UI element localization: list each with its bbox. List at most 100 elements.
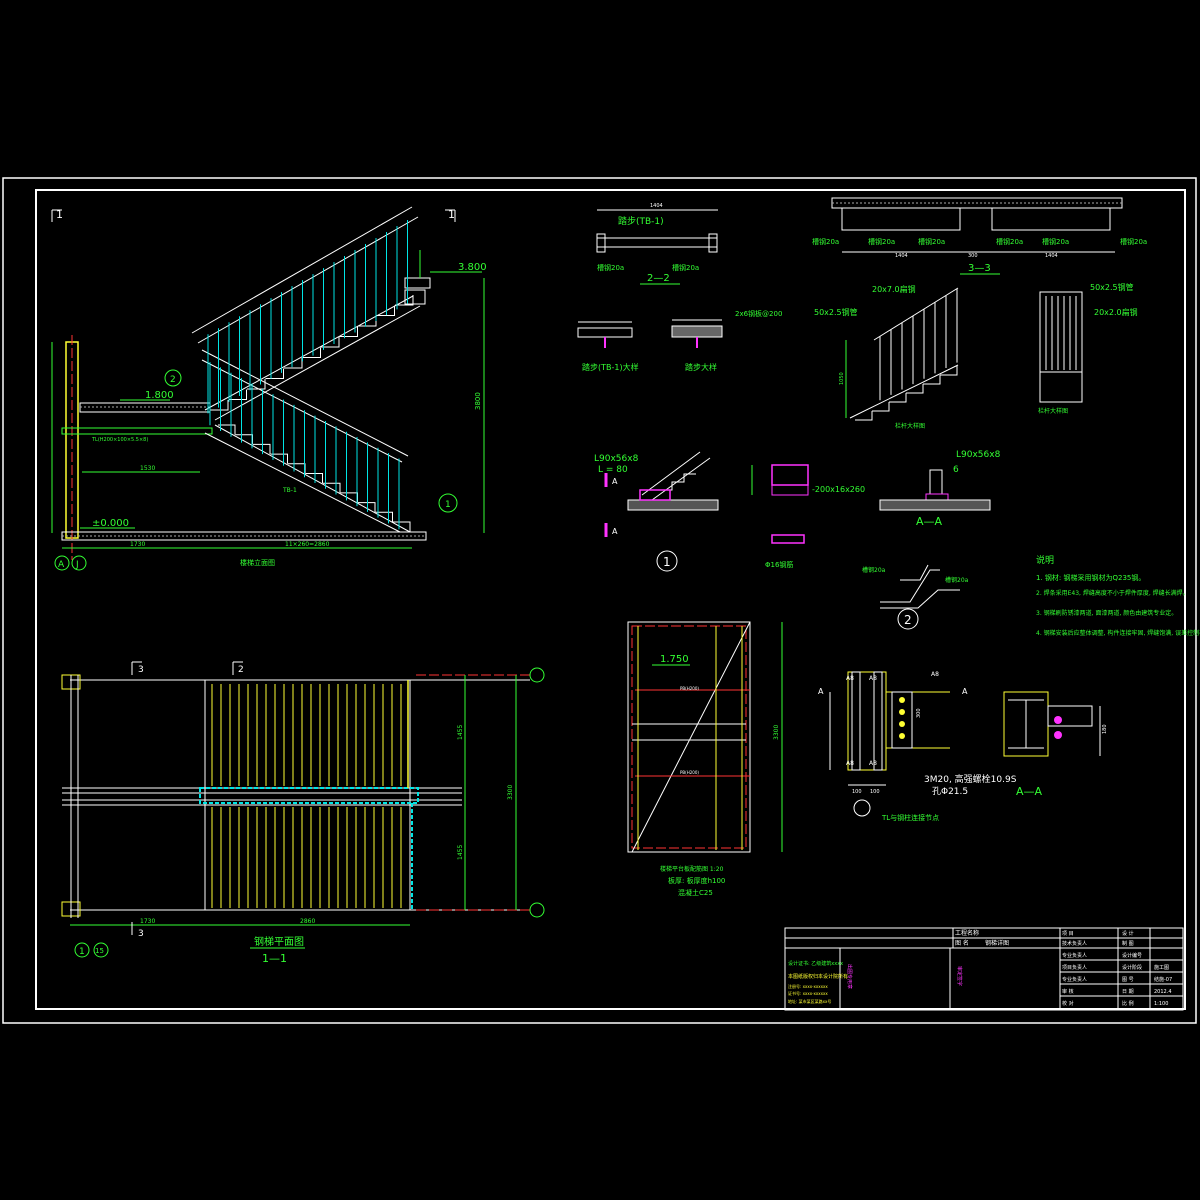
tb-role-5: 审 核 bbox=[1062, 988, 1074, 995]
stair-step bbox=[321, 337, 340, 348]
d2-title: 2 bbox=[904, 613, 912, 627]
tb-drawing-label: 图 名 bbox=[955, 939, 969, 947]
stair-step bbox=[253, 443, 271, 455]
outer-frame bbox=[2, 177, 1197, 1024]
bolt-icon bbox=[899, 721, 905, 727]
rail-label-r2: 20x2.0扁钢 bbox=[1094, 307, 1138, 317]
elevation-caption: 楼梯立面图 bbox=[240, 558, 275, 567]
tl-dim-180: 180 bbox=[1102, 724, 1108, 734]
d1-label-l: L = 80 bbox=[598, 465, 628, 475]
tb-field-1: 制 图 bbox=[1122, 940, 1134, 947]
plan-dim-left: 1730 bbox=[140, 918, 155, 925]
level-mid: 1.800 bbox=[145, 390, 174, 401]
section-22-left: 槽钢20a bbox=[597, 263, 624, 272]
detail-1: L90x56x8 L = 80 A A 1 -200x16x260 Φ16钢筋 … bbox=[594, 450, 1001, 572]
plan-caption: 钢梯平面图 bbox=[254, 935, 304, 948]
tl-dim-100b: 100 bbox=[870, 789, 880, 795]
tb-left-row-1: 本图纸版权归本设计院所有 bbox=[788, 973, 848, 980]
d2-label-b: 槽钢20a bbox=[945, 576, 969, 584]
rail-label-top: 20x7.0扁钢 bbox=[872, 284, 916, 294]
tread-detail2-label: 2x6钢板@200 bbox=[735, 309, 782, 318]
detail-callout-1: 1 bbox=[445, 500, 451, 510]
detail-2: 槽钢20a 槽钢20a 2 bbox=[862, 564, 969, 630]
plan-subcaption: 1—1 bbox=[262, 952, 287, 965]
tread-detail2-caption: 踏步大样 bbox=[685, 362, 717, 372]
note-1: 1. 钢材: 钢梯采用钢材为Q235钢。 bbox=[1036, 573, 1145, 582]
slab-caption: 楼梯平台板配筋图 1:20 bbox=[660, 865, 724, 873]
d1-aa-title: A—A bbox=[916, 515, 943, 528]
stair-step bbox=[265, 368, 284, 379]
tb-field-0: 设 计 bbox=[1122, 930, 1134, 937]
rail-caption-a: 栏杆大样图 bbox=[895, 422, 925, 430]
bolt-icon bbox=[899, 709, 905, 715]
section-33-l1: 槽钢20a bbox=[812, 237, 839, 246]
tb-stamp: 出图专用章 bbox=[846, 964, 853, 989]
platform-slab: 1.750 PB(H200) PB(H200) 3300 楼梯平台板配筋图 1:… bbox=[627, 621, 783, 897]
plan-axis-1: 1 bbox=[79, 947, 85, 957]
plan-mark-3-bottom: 3 bbox=[138, 929, 144, 939]
tb-drawing-name: 钢梯详图 bbox=[985, 939, 1009, 947]
axis-j: J bbox=[75, 560, 79, 570]
slab-level: 1.750 bbox=[660, 654, 689, 665]
tread-tb1-caption: 踏步(TB-1)大样 bbox=[582, 362, 639, 372]
section-mark-right: 1 bbox=[448, 208, 455, 221]
tl-label-a2: A bbox=[962, 687, 968, 696]
plan-axis-15: 15 bbox=[95, 947, 104, 955]
detail-callout-2: 2 bbox=[170, 375, 176, 385]
stair-plan: 3300 1455 1455 1730 2860 3 2 3 1 15 钢梯平面… bbox=[61, 661, 545, 965]
plan-dim-a: 1455 bbox=[457, 725, 464, 740]
tl-dim-100a: 100 bbox=[852, 789, 862, 795]
dim-steps: 11×260=2860 bbox=[285, 541, 330, 548]
tl-bolt: 3M20, 高强螺栓10.9S bbox=[924, 773, 1017, 785]
tb-left-row-4: 地址: 某市某区某路xx号 bbox=[788, 998, 831, 1004]
note-3: 3. 钢梯刷防锈漆两道, 面漆两道, 颜色由建筑专业定。 bbox=[1036, 609, 1177, 617]
stair-elevation: 1 1 3800 173 bbox=[51, 206, 487, 571]
level-ground: ±0.000 bbox=[92, 518, 129, 529]
stair-step bbox=[906, 384, 924, 394]
stair-step bbox=[340, 492, 358, 503]
section-33-l5: 槽钢20a bbox=[1042, 237, 1069, 246]
section-33-dim-mid: 300 bbox=[968, 253, 978, 259]
stair-step bbox=[923, 375, 941, 385]
section-33-dim-b: 1404 bbox=[1045, 253, 1058, 259]
note-2: 2. 焊条采用E43, 焊缝高度不小于焊件厚度, 焊缝长满焊。 bbox=[1036, 589, 1189, 597]
tb-field-6: 比 例 bbox=[1122, 1000, 1134, 1007]
tl-8b: A8 bbox=[869, 675, 877, 682]
tl-8e: A8 bbox=[869, 760, 877, 767]
tb-left-row-0: 设计证书: 乙级建筑xxxx bbox=[788, 960, 843, 967]
axis-a: A bbox=[58, 560, 65, 570]
d1-label-angle2: L90x56x8 bbox=[956, 450, 1001, 460]
tb-field-3: 设计阶段 bbox=[1122, 964, 1142, 971]
stair-step bbox=[940, 366, 958, 376]
d1-a-bottom: A bbox=[612, 527, 618, 536]
tb-value-4: 结施-07 bbox=[1154, 976, 1172, 983]
level-top: 3.800 bbox=[458, 262, 487, 273]
note-4: 4. 钢梯安装后应整体调整, 构件连接牢固, 焊缝饱满, 误差控制在2~3mm。 bbox=[1036, 629, 1200, 637]
tb-role-3: 项目负责人 bbox=[1062, 964, 1087, 971]
dim-base: 1730 bbox=[130, 541, 145, 548]
section-33-l6: 槽钢20a bbox=[1120, 237, 1147, 246]
slab-note-a: 板厚: 板厚度h100 bbox=[668, 876, 725, 885]
slab-dim: 3300 bbox=[773, 725, 780, 740]
stair-step bbox=[375, 511, 393, 522]
tb-role-1: 技术负责人 bbox=[1062, 940, 1087, 947]
d1-title: 1 bbox=[663, 555, 671, 569]
tl-label-a: A bbox=[818, 687, 824, 696]
plan-dim-total: 3300 bbox=[507, 785, 514, 800]
tb-value-6: 1:100 bbox=[1154, 1001, 1168, 1007]
section-mark-left: 1 bbox=[56, 208, 63, 221]
section-22-beam: 踏步(TB-1) bbox=[618, 215, 664, 227]
stair-step bbox=[235, 434, 253, 445]
stair-step bbox=[323, 482, 341, 493]
stair-step bbox=[339, 326, 358, 337]
tl-8a: A8 bbox=[846, 675, 854, 682]
section-33-l3: 槽钢20a bbox=[918, 237, 945, 246]
tl-connection: A A A8 A8 A8 A8 A8 100 100 300 3M20, 高强螺… bbox=[818, 671, 1108, 822]
plan-dim-run: 2860 bbox=[300, 918, 315, 925]
stair-step bbox=[270, 453, 288, 464]
plan-dim-b: 1455 bbox=[457, 845, 464, 860]
tb-left-row-3: 证书号: xxxx-xxxxxx bbox=[788, 990, 828, 996]
stair-step bbox=[358, 502, 376, 513]
tl-8d: A8 bbox=[846, 760, 854, 767]
